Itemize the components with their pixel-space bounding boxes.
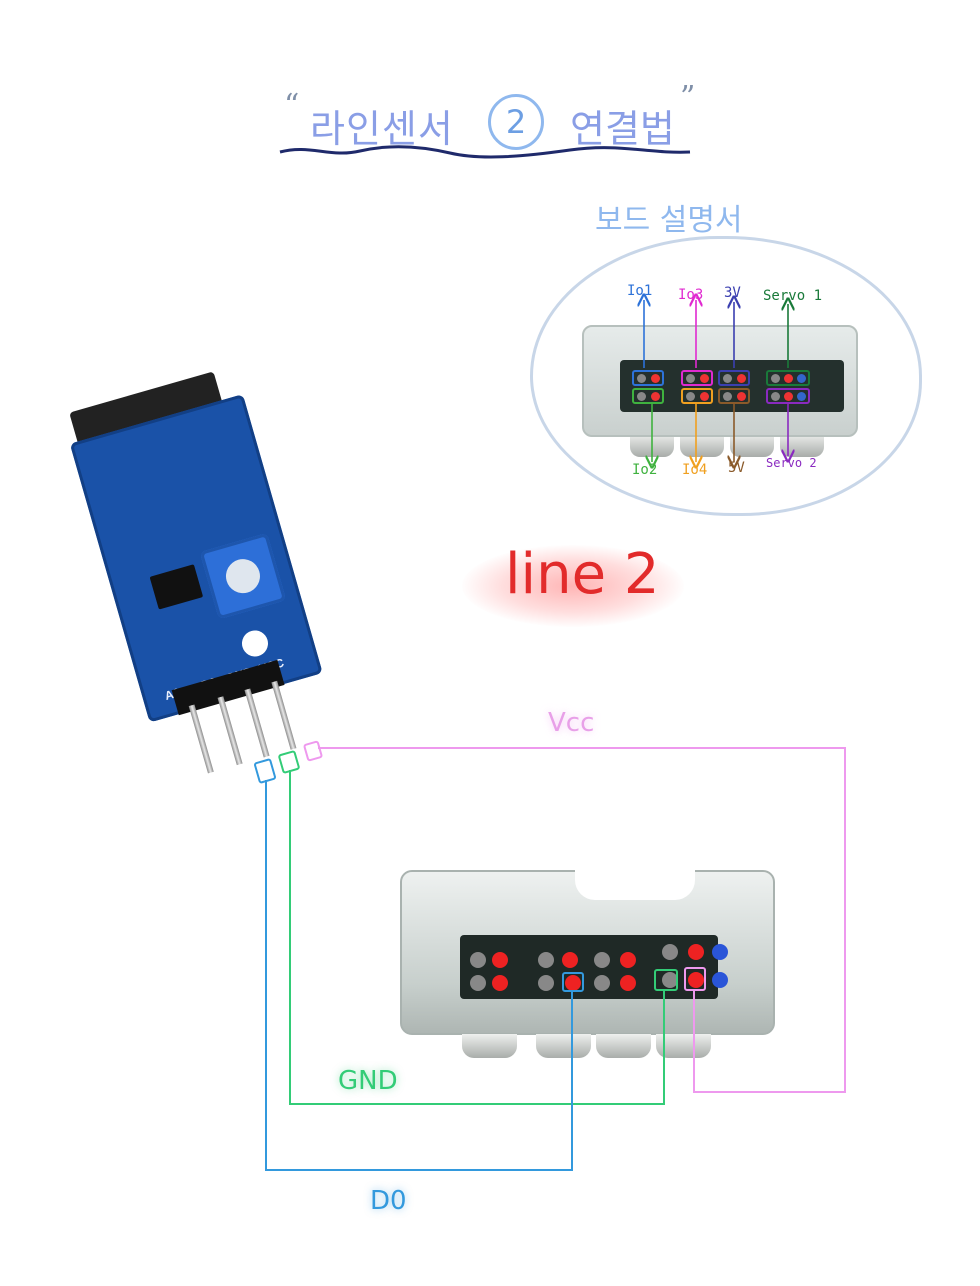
- io3-pin-box: [681, 370, 713, 386]
- board-knob: [536, 1034, 591, 1058]
- label-servo2: Servo 2: [766, 456, 817, 470]
- gnd-pin-highlight: [654, 969, 678, 991]
- pin-dot: [723, 374, 732, 383]
- board-pin: [620, 952, 636, 968]
- d0-wire: [265, 780, 573, 1171]
- pin-dot: [771, 374, 780, 383]
- pin-dot: [637, 374, 646, 383]
- board-pin: [470, 952, 486, 968]
- pin-dot: [797, 374, 806, 383]
- pin-dot: [771, 392, 780, 401]
- pin-dot: [723, 392, 732, 401]
- 5v-pin-box: [718, 388, 750, 404]
- servo2-pin-box: [766, 388, 810, 404]
- board-pin: [662, 972, 678, 988]
- mini-board-knob: [730, 437, 774, 457]
- pin-dot: [784, 374, 793, 383]
- pin-arrows: [600, 290, 860, 480]
- pin-dot: [700, 392, 709, 401]
- board-pin: [470, 975, 486, 991]
- board-pin: [712, 972, 728, 988]
- d0-pin-highlight: [562, 972, 584, 992]
- page-title: “ 라인센서 2 연결법 ”: [270, 80, 710, 170]
- board-pin: [620, 975, 636, 991]
- board-pin: [712, 944, 728, 960]
- board-pin: [538, 975, 554, 991]
- board-knob: [596, 1034, 651, 1058]
- vcc-wire: [318, 747, 846, 1093]
- title-underline: [279, 145, 691, 159]
- open-quote: “: [284, 88, 300, 123]
- label-servo1: Servo 1: [763, 288, 823, 304]
- io4-pin-box: [681, 388, 713, 404]
- board-knob: [656, 1034, 711, 1058]
- board-pin: [594, 952, 610, 968]
- label-io2: Io2: [632, 462, 658, 478]
- io1-pin-box: [632, 370, 664, 386]
- label-io1: Io1: [627, 283, 653, 299]
- board-pin: [565, 975, 581, 991]
- pin-dot: [797, 392, 806, 401]
- board-pin: [662, 944, 678, 960]
- gnd-wire: [289, 770, 665, 1105]
- line2-label: line 2: [505, 542, 660, 607]
- board-pin: [492, 975, 508, 991]
- pin-dot: [686, 374, 695, 383]
- board-guide-heading: 보드 설명서: [595, 203, 743, 238]
- line2-glow: [462, 545, 684, 627]
- pin-dot: [651, 392, 660, 401]
- board-notch: [575, 870, 695, 900]
- pin-dot: [784, 392, 793, 401]
- board-pin: [562, 952, 578, 968]
- board-pin: [688, 972, 704, 988]
- pin-dot: [637, 392, 646, 401]
- gnd-label: GND: [338, 1066, 398, 1096]
- board-knob: [462, 1034, 517, 1058]
- pin-dot: [686, 392, 695, 401]
- board-pin: [688, 944, 704, 960]
- io2-pin-box: [632, 388, 664, 404]
- vcc-label: Vcc: [548, 708, 595, 738]
- pin-dot: [737, 374, 746, 383]
- board-pin: [492, 952, 508, 968]
- label-5v: 5V: [728, 460, 745, 476]
- board-guide-bubble: [530, 236, 922, 516]
- close-quote: ”: [680, 80, 696, 115]
- label-io4: Io4: [682, 462, 708, 478]
- board-pin: [594, 975, 610, 991]
- mini-board-knob: [680, 437, 724, 457]
- title-suffix: 연결법: [570, 107, 675, 151]
- servo1-pin-box: [766, 370, 810, 386]
- board-pin: [538, 952, 554, 968]
- pin-dot: [700, 374, 709, 383]
- label-3v: 3V: [724, 285, 741, 301]
- pin-dot: [651, 374, 660, 383]
- 3v-pin-box: [718, 370, 750, 386]
- label-io3: Io3: [678, 287, 704, 303]
- pin-dot: [737, 392, 746, 401]
- title-main: 라인센서: [310, 107, 454, 151]
- title-number: 2: [488, 94, 544, 150]
- d0-label: D0: [370, 1186, 407, 1216]
